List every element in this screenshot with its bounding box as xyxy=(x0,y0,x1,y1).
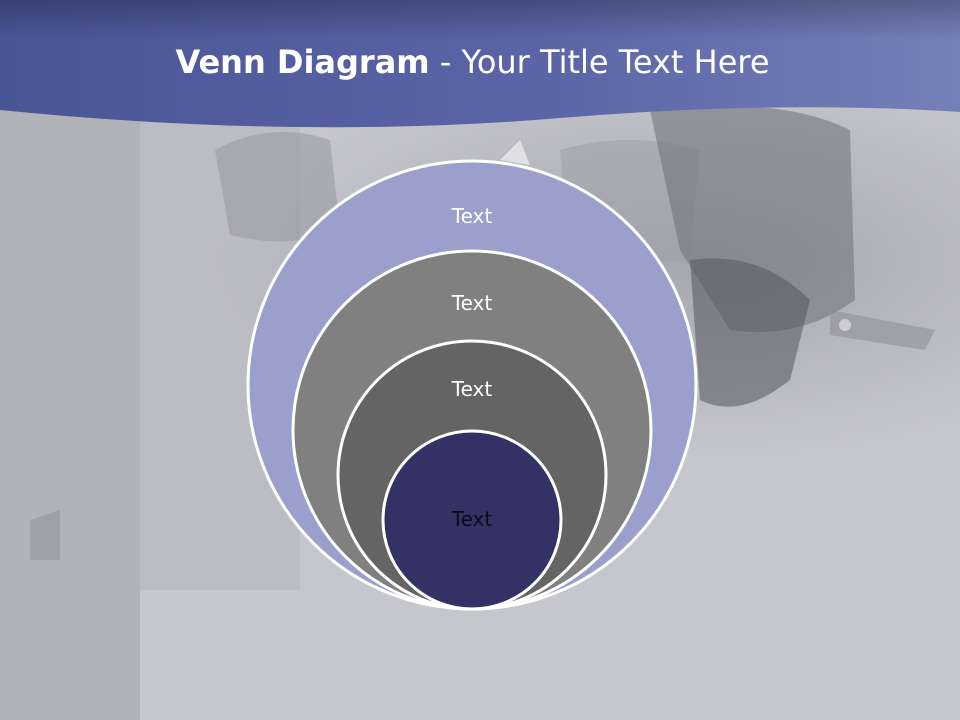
inner-circle-label: Text xyxy=(451,507,493,531)
second-circle-label: Text xyxy=(451,291,493,315)
outer-circle-label: Text xyxy=(451,204,493,228)
title-rest-part: - Your Title Text Here xyxy=(429,43,770,81)
third-circle-label: Text xyxy=(451,377,493,401)
title-bold-part: Venn Diagram xyxy=(175,43,430,81)
slide-title: Venn Diagram - Your Title Text Here xyxy=(0,40,945,84)
inner-circle xyxy=(381,429,563,611)
header-band xyxy=(0,0,960,128)
nested-circle-diagram xyxy=(246,159,698,611)
